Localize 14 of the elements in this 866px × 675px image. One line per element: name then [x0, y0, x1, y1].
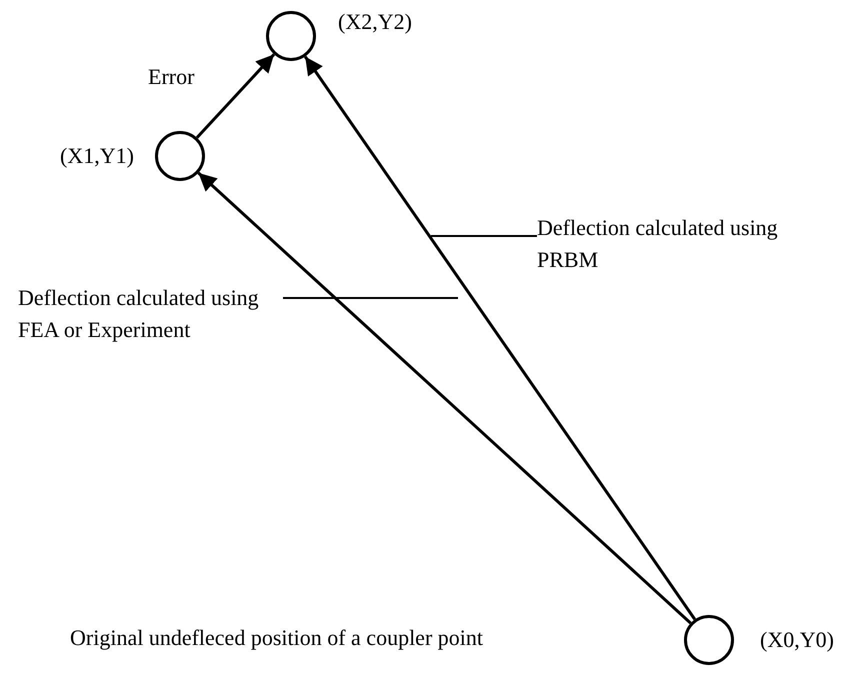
- arrow: [304, 56, 696, 620]
- caption-text: Original undefleced position of a coupler point: [70, 624, 483, 652]
- point-circle: [155, 131, 205, 181]
- coordinate-label: (X1,Y1): [60, 142, 134, 170]
- leader-line: [283, 297, 458, 299]
- point-circle: [266, 11, 316, 61]
- coordinate-label: (X0,Y0): [760, 626, 834, 654]
- leader-line: [431, 235, 537, 237]
- arrow: [197, 172, 692, 624]
- annotation-text: Deflection calculated using PRBM: [537, 212, 827, 276]
- arrow: [196, 53, 276, 139]
- annotation-text: Deflection calculated using FEA or Experiment: [18, 282, 283, 346]
- point-circle: [684, 615, 734, 665]
- coordinate-label: (X2,Y2): [338, 8, 412, 36]
